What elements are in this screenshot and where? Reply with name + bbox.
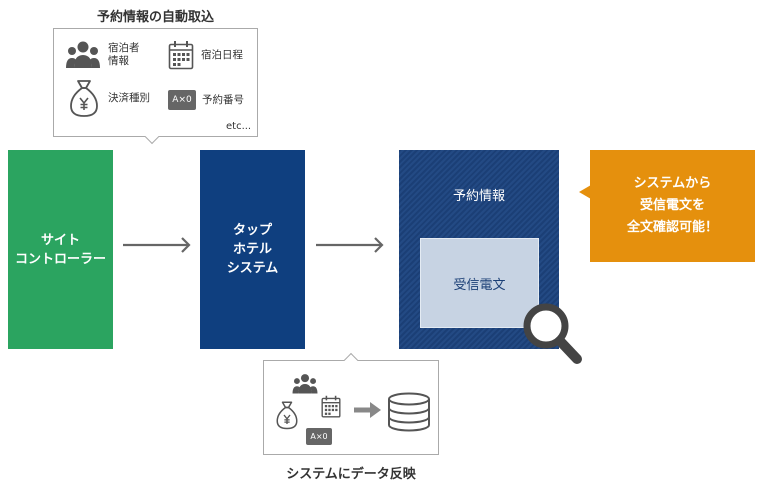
tap-hotel-label: タップ ホテル システム <box>226 223 279 276</box>
database-icon <box>386 392 432 432</box>
calendar-icon <box>168 40 194 70</box>
payment-label: 決済種別 <box>108 91 150 104</box>
guests-label: 宿泊者 情報 <box>108 42 140 67</box>
orange-callout: システムから 受信電文を 全文確認可能！ <box>590 150 755 262</box>
site-controller-box: サイト コントローラー <box>8 150 113 349</box>
money-bag-icon <box>275 400 299 430</box>
arrow-icon <box>123 236 193 254</box>
guests-item: 宿泊者 情報 <box>66 40 140 70</box>
orange-callout-tail <box>579 185 591 199</box>
guests-icon <box>292 373 318 395</box>
calendar-icon <box>321 395 341 418</box>
tap-hotel-box: タップ ホテル システム <box>200 150 305 349</box>
guests-icon <box>66 40 100 70</box>
booking-number-item: A×0 予約番号 <box>168 90 244 110</box>
arrow-icon <box>354 401 382 419</box>
booking-number-label: 予約番号 <box>202 93 244 106</box>
payment-item: 決済種別 <box>68 78 150 118</box>
received-message-box: 受信電文 <box>420 238 539 328</box>
bottom-callout-title: システムにデータ反映 <box>286 467 416 482</box>
magnifier-icon <box>522 302 584 366</box>
schedule-label: 宿泊日程 <box>201 48 243 61</box>
reservation-title: 予約情報 <box>452 189 505 204</box>
arrow-icon <box>316 236 386 254</box>
schedule-item: 宿泊日程 <box>168 40 243 70</box>
etc-text: etc... <box>226 121 252 132</box>
ax0-badge-icon: A×0 <box>306 428 332 445</box>
money-bag-icon <box>68 78 100 118</box>
top-callout-title: 予約情報の自動取込 <box>96 10 214 25</box>
ax0-badge-icon: A×0 <box>168 90 196 110</box>
site-controller-label: サイト コントローラー <box>14 232 106 267</box>
orange-callout-text: システムから 受信電文を 全文確認可能！ <box>626 176 718 235</box>
received-message-label: 受信電文 <box>453 277 506 293</box>
